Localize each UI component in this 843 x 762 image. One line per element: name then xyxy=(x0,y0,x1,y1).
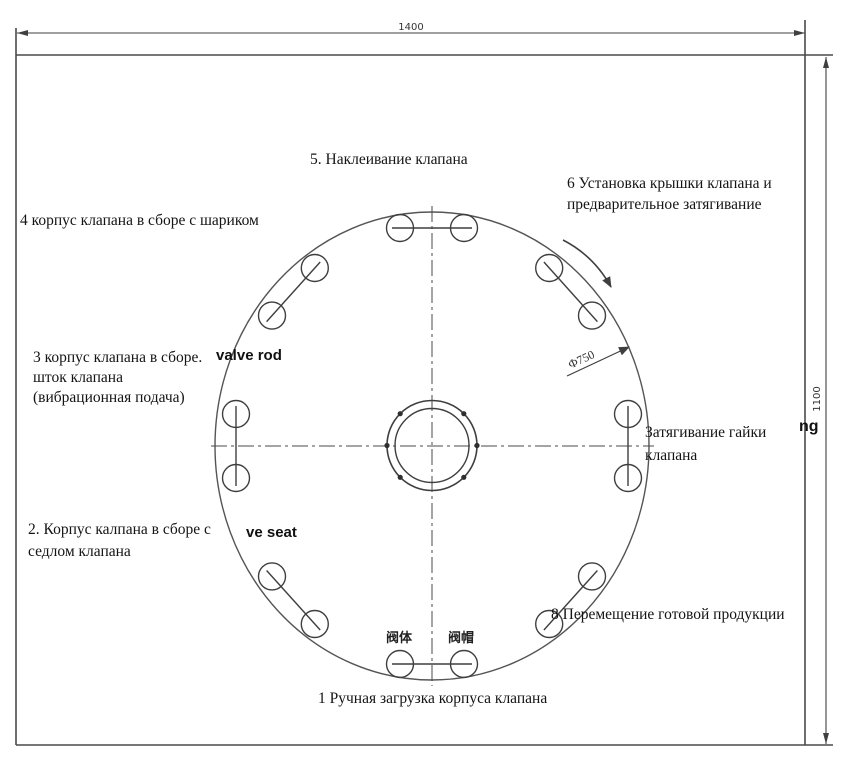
diameter-label: Ф750 xyxy=(566,347,597,371)
station-3-fixture xyxy=(223,401,250,492)
station-6-fixture xyxy=(536,255,606,330)
hub-bolt-dots xyxy=(384,411,480,480)
station-2-label: 2. Корпус калпана в сборе с седлом клапа… xyxy=(28,521,211,560)
stations xyxy=(223,215,642,678)
tightening-remnant-label: ng xyxy=(799,418,819,435)
station-8-fixture xyxy=(536,563,606,638)
station-1-fixture xyxy=(387,651,478,678)
station-8-label: 8 Перемещение готовой продукции xyxy=(551,606,785,623)
station-4-fixture xyxy=(259,255,329,330)
station-1-label: 1 Ручная загрузка корпуса клапана xyxy=(318,690,548,707)
valve-cap-cjk-label: 阀帽 xyxy=(448,631,475,646)
station-6-label: 6 Установка крышки клапана и предварител… xyxy=(567,175,772,214)
right-dimension-line xyxy=(823,57,829,744)
rotation-arrow-icon xyxy=(563,240,611,288)
centerlines xyxy=(211,206,654,686)
top-dimension-line xyxy=(17,30,805,36)
station-7-label: Затягивание гайки клапана xyxy=(645,424,767,465)
valve-seat-label: ve seat xyxy=(246,524,297,541)
station-7-fixture xyxy=(615,401,642,492)
station-4-label: 4 корпус клапана в сборе с шариком xyxy=(20,212,259,229)
station-5-fixture xyxy=(387,215,478,242)
drawing-border xyxy=(16,20,833,745)
diameter-leader xyxy=(567,347,630,376)
center-hub xyxy=(384,401,480,491)
station-5-label: 5. Наклеивание клапана xyxy=(310,151,468,168)
valve-rod-label: valve rod xyxy=(216,347,282,364)
station-3-label: 3 корпус клапана в сборе. шток клапана (… xyxy=(33,349,203,406)
width-dimension-label: 1400 xyxy=(398,22,423,33)
valve-body-cjk-label: 阀体 xyxy=(386,631,413,646)
height-dimension-label: 1100 xyxy=(812,386,823,411)
station-2-fixture xyxy=(259,563,329,638)
